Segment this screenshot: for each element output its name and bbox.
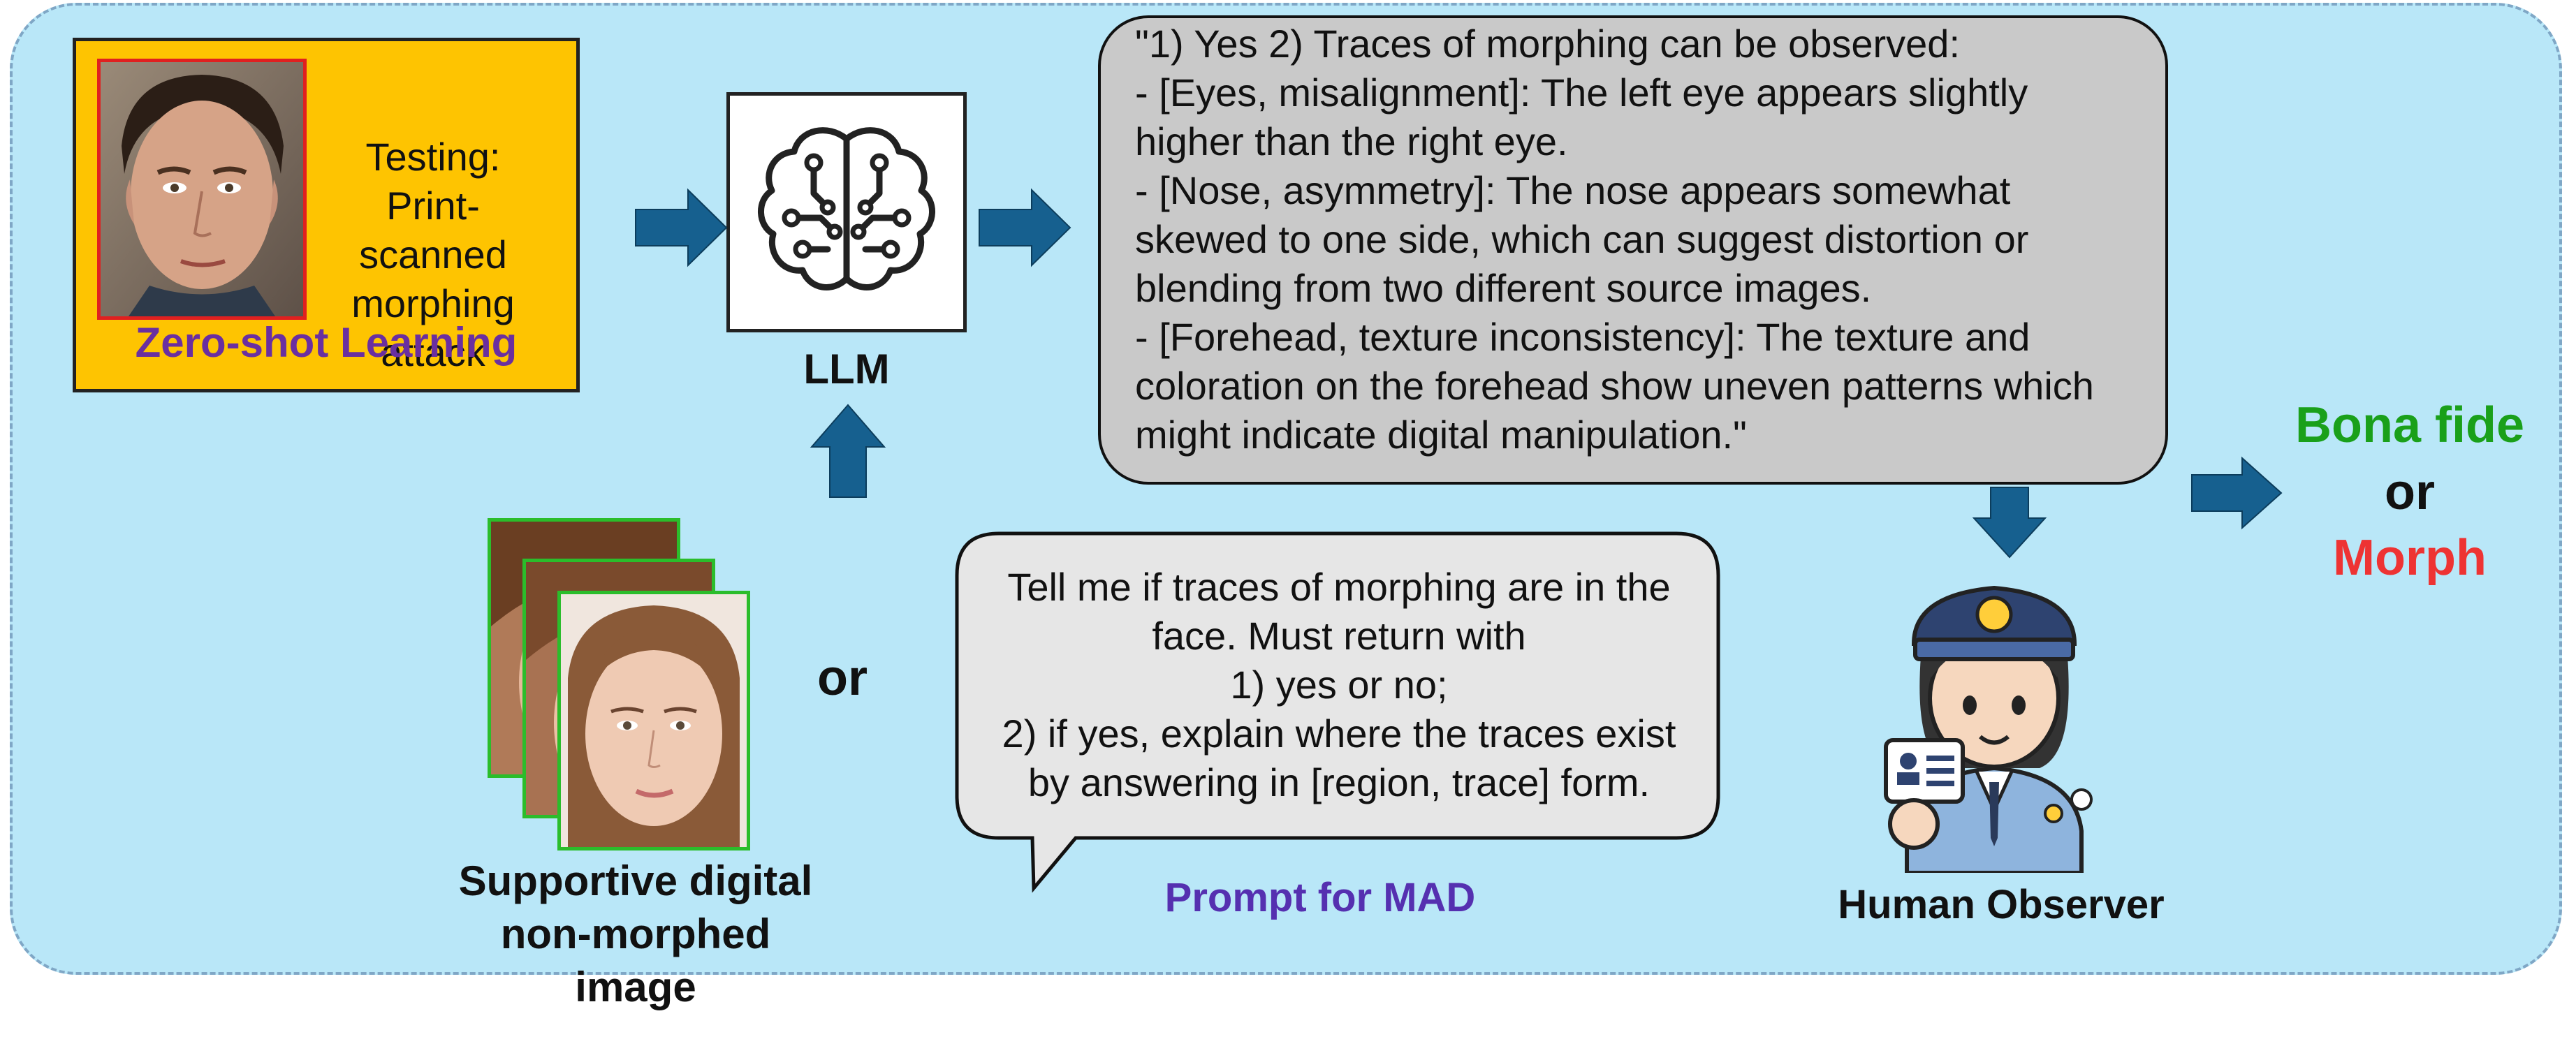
prompt-text: Tell me if traces of morphing are in the… (972, 563, 1706, 807)
prompt-line: by answering in [region, trace] form. (1027, 760, 1651, 804)
output-line: - [Nose, asymmetry]: The nose appears so… (1135, 168, 2011, 212)
testing-label-line: morphing attack (351, 281, 515, 374)
arrow-to-result (2191, 456, 2283, 530)
arrow-test-to-llm (635, 188, 728, 267)
supportive-or: or (817, 650, 868, 706)
output-line: blending from two different source image… (1135, 266, 1872, 310)
arrow-supportive-to-llm (810, 404, 886, 498)
result-morph: Morph (2333, 530, 2487, 586)
llm-label: LLM (803, 346, 890, 392)
prompt-bubble (955, 531, 1720, 893)
prompt-line: 2) if yes, explain where the traces exis… (1002, 712, 1676, 756)
llm-output-text: "1) Yes 2) Traces of morphing can be obs… (1135, 20, 2162, 459)
output-line: - [Eyes, misalignment]: The left eye app… (1135, 71, 2028, 115)
output-line: higher than the right eye. (1135, 119, 1568, 163)
llm-box (726, 92, 967, 332)
testing-label-line: scanned (359, 233, 507, 277)
output-line: "1) Yes 2) Traces of morphing can be obs… (1135, 22, 1961, 66)
arrow-llm-to-output (979, 188, 1071, 267)
output-line: coloration on the forehead show uneven p… (1135, 364, 2094, 408)
testing-label-line: Testing: Print- (365, 135, 501, 228)
prompt-line: face. Must return with (1152, 614, 1526, 658)
human-observer-label: Human Observer (1838, 882, 2165, 927)
police-officer-icon (1884, 585, 2093, 873)
zero-shot-title: Zero-shot Learning (135, 319, 518, 366)
output-line: - [Forehead, texture inconsistency]: The… (1135, 315, 2030, 359)
testing-label: Testing: Print- scanned morphing attack (314, 133, 552, 377)
supportive-face-image (557, 591, 750, 850)
llm-output-bubble (1098, 15, 2168, 485)
output-line: skewed to one side, which can suggest di… (1135, 217, 2029, 261)
result-bona-fide: Bona fide (2295, 397, 2524, 453)
result-or: or (2385, 464, 2435, 520)
output-line: might indicate digital manipulation." (1135, 413, 1747, 457)
arrow-output-to-observer (1972, 487, 2047, 559)
prompt-line: 1) yes or no; (1230, 663, 1448, 707)
supportive-label: Supportive digital non-morphed image (440, 855, 831, 1014)
prompt-label: Prompt for MAD (1164, 875, 1476, 920)
prompt-line: Tell me if traces of morphing are in the (1007, 565, 1671, 609)
brain-circuit-icon (758, 127, 935, 290)
supportive-label-line: non-morphed image (500, 911, 771, 1010)
test-face-photo (97, 59, 307, 320)
supportive-label-line: Supportive digital (458, 857, 813, 904)
